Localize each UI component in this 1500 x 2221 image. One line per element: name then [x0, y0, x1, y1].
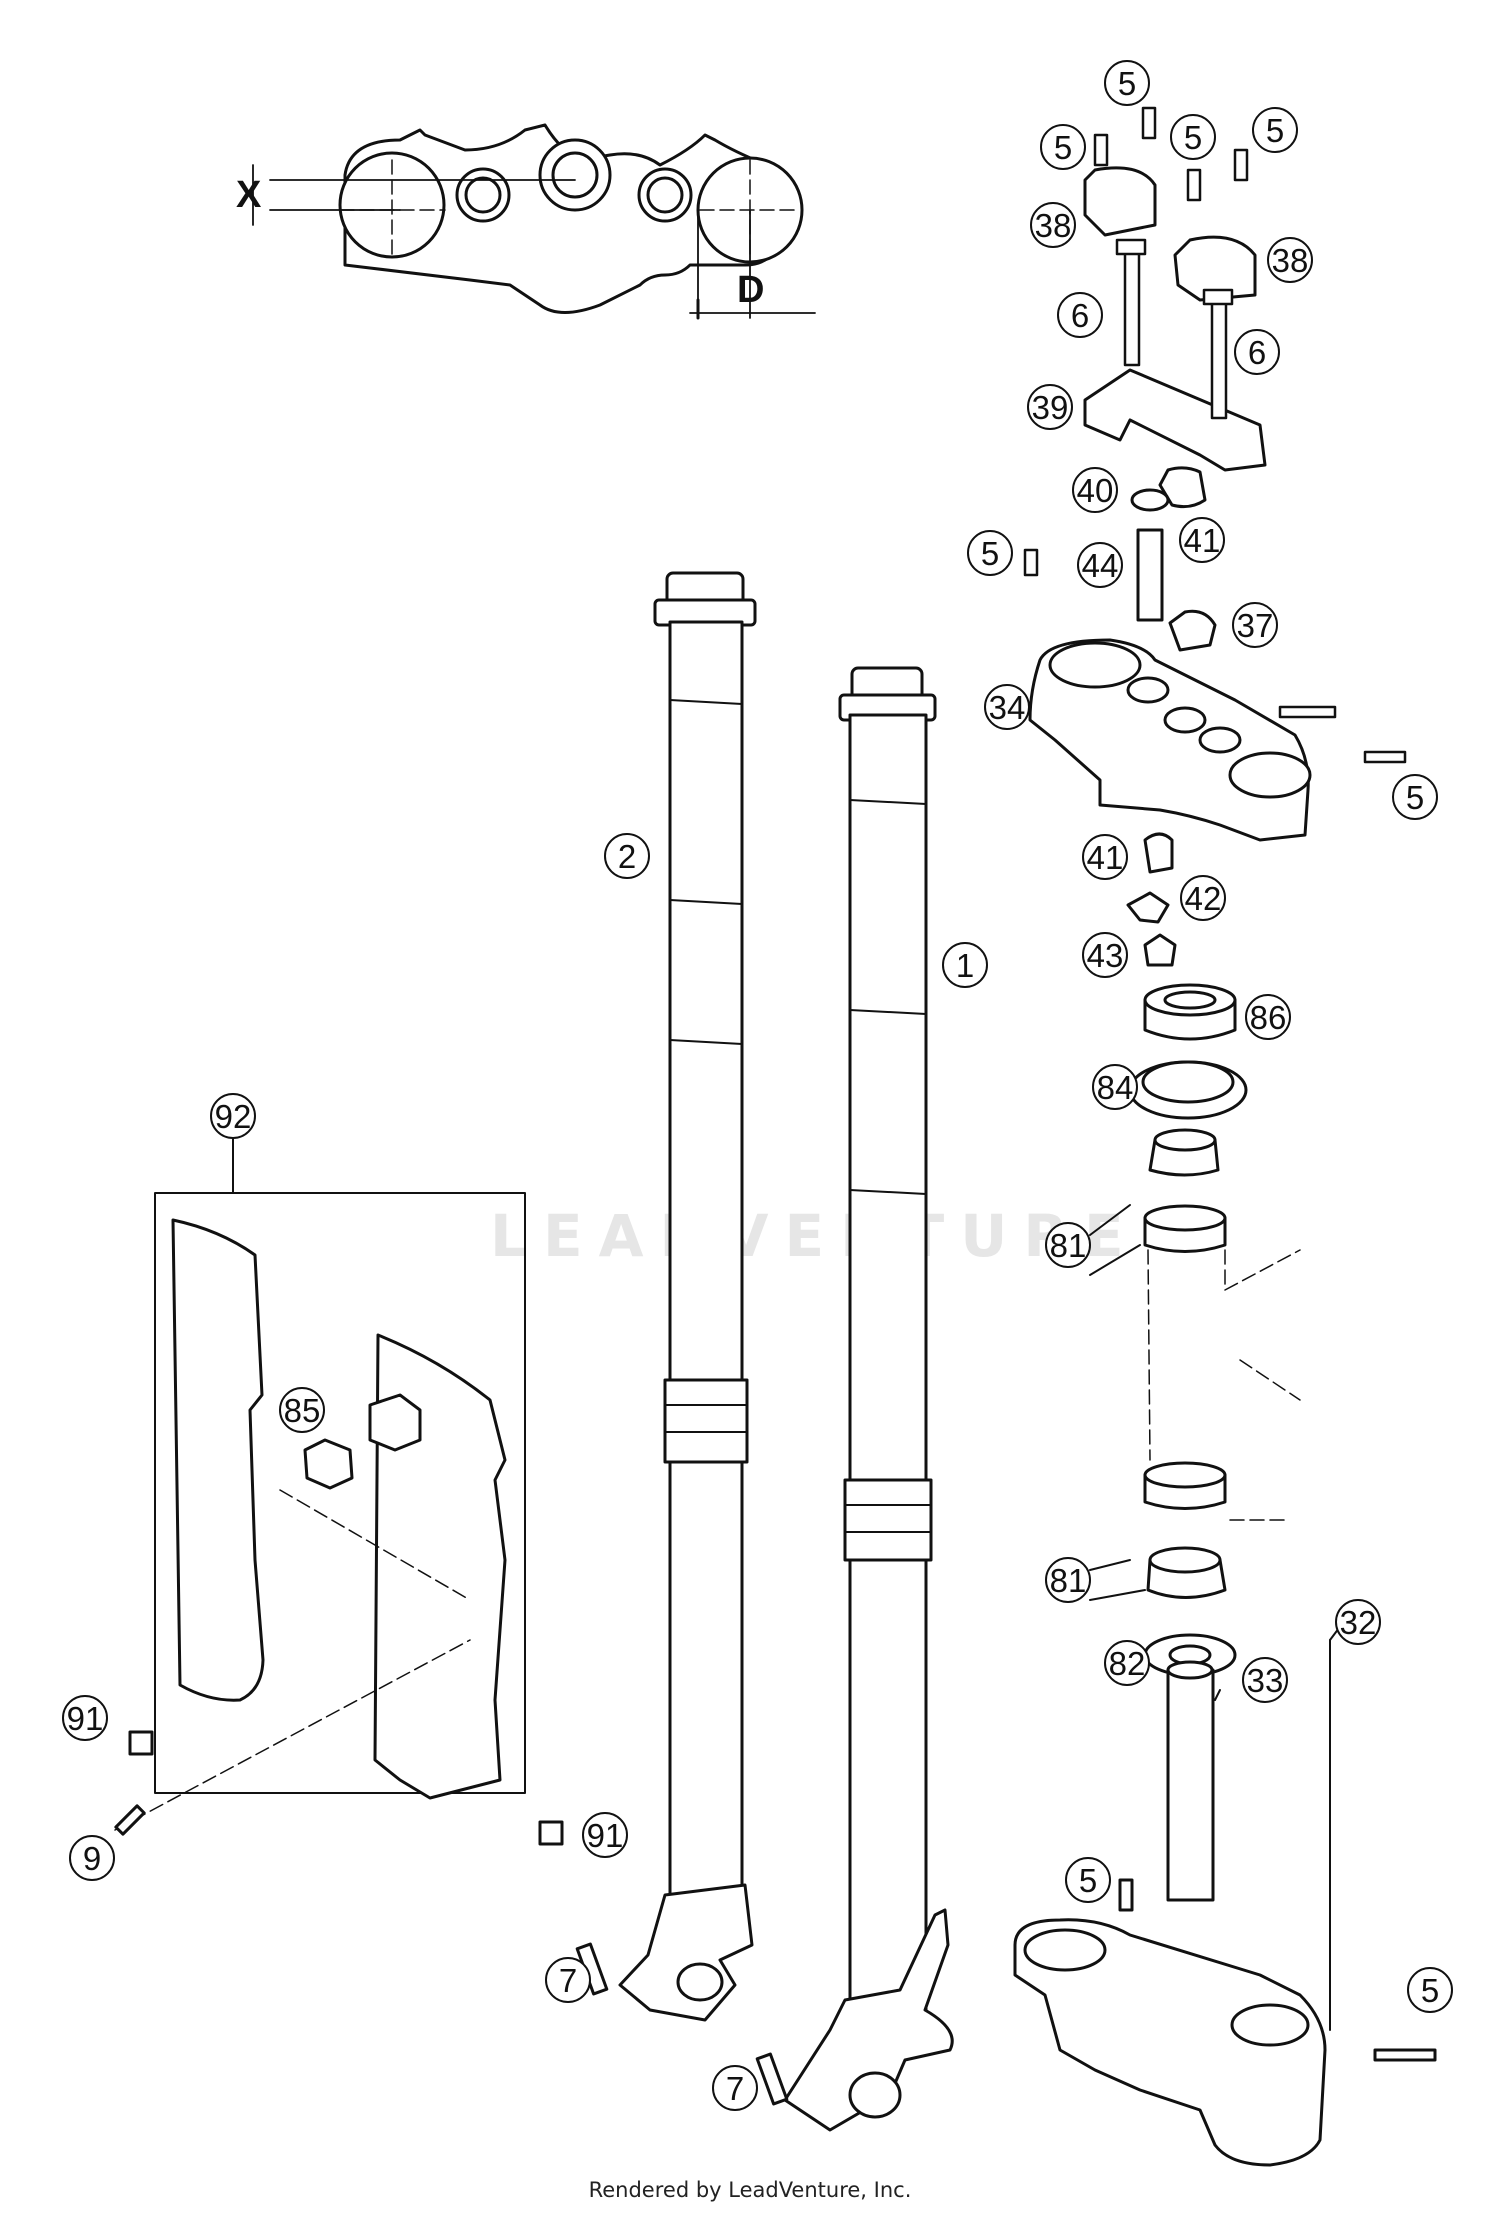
watermark-text: LEADVENTURE [490, 1202, 1140, 1270]
callout-5: 5 [967, 530, 1013, 576]
callouts: 1 2 5 5 5 5 5 5 5 5 6 6 7 7 9 32 33 34 3… [62, 60, 1453, 2111]
callout-39: 39 [1027, 384, 1073, 430]
callout-5: 5 [1170, 114, 1216, 160]
svg-text:38: 38 [1272, 242, 1309, 279]
svg-text:7: 7 [726, 2070, 744, 2107]
svg-text:42: 42 [1185, 880, 1222, 917]
callout-5: 5 [1407, 1967, 1453, 2013]
fork-guard-assembly [114, 1135, 526, 1831]
callout-43: 43 [1082, 932, 1128, 978]
svg-text:5: 5 [1054, 129, 1072, 166]
svg-text:5: 5 [981, 535, 999, 572]
callout-38: 38 [1267, 237, 1313, 283]
svg-text:9: 9 [83, 1840, 101, 1877]
callout-6: 6 [1234, 329, 1280, 375]
callout-1: 1 [942, 942, 988, 988]
svg-text:5: 5 [1184, 119, 1202, 156]
svg-text:5: 5 [1421, 1972, 1439, 2009]
svg-text:43: 43 [1087, 937, 1124, 974]
callout-86: 86 [1245, 994, 1291, 1040]
callout-82: 82 [1104, 1640, 1150, 1686]
callout-41: 41 [1082, 834, 1128, 880]
callout-38: 38 [1030, 202, 1076, 248]
svg-text:5: 5 [1266, 112, 1284, 149]
svg-text:81: 81 [1050, 1562, 1087, 1599]
callout-40: 40 [1072, 467, 1118, 513]
svg-text:6: 6 [1071, 297, 1089, 334]
svg-text:41: 41 [1184, 522, 1221, 559]
callout-81: 81 [1045, 1557, 1091, 1603]
callout-92: 92 [210, 1093, 256, 1139]
svg-text:86: 86 [1250, 999, 1287, 1036]
svg-text:40: 40 [1077, 472, 1114, 509]
svg-text:37: 37 [1237, 607, 1274, 644]
svg-text:1: 1 [956, 947, 974, 984]
svg-text:44: 44 [1082, 547, 1119, 584]
svg-text:82: 82 [1109, 1645, 1146, 1682]
dimension-d-label: D [737, 269, 764, 311]
footer-credit: Rendered by LeadVenture, Inc. [588, 2178, 912, 2202]
callout-5: 5 [1392, 774, 1438, 820]
callout-33: 33 [1242, 1657, 1288, 1703]
svg-text:32: 32 [1340, 1604, 1377, 1641]
svg-text:5: 5 [1079, 1862, 1097, 1899]
svg-text:81: 81 [1050, 1227, 1087, 1264]
fork-leg-right [783, 666, 954, 2132]
svg-text:2: 2 [618, 838, 636, 875]
callout-5: 5 [1252, 107, 1298, 153]
callout-9: 9 [69, 1835, 115, 1881]
svg-text:33: 33 [1247, 1662, 1284, 1699]
callout-84: 84 [1092, 1064, 1138, 1110]
callout-7: 7 [712, 2065, 758, 2111]
svg-text:5: 5 [1118, 65, 1136, 102]
svg-text:84: 84 [1097, 1069, 1134, 1106]
callout-5: 5 [1065, 1857, 1111, 1903]
svg-text:6: 6 [1248, 334, 1266, 371]
callout-37: 37 [1232, 602, 1278, 648]
callout-7: 7 [545, 1957, 591, 2003]
callout-2: 2 [604, 833, 650, 879]
callout-42: 42 [1180, 875, 1226, 921]
svg-text:39: 39 [1032, 389, 1069, 426]
callout-91: 91 [582, 1812, 628, 1858]
callout-5: 5 [1104, 60, 1150, 106]
svg-text:7: 7 [559, 1962, 577, 1999]
svg-text:92: 92 [215, 1098, 252, 1135]
svg-text:34: 34 [989, 689, 1026, 726]
svg-text:5: 5 [1406, 779, 1424, 816]
callout-81: 81 [1045, 1222, 1091, 1268]
svg-text:91: 91 [587, 1817, 624, 1854]
fork-leg-left [618, 571, 757, 2022]
svg-text:85: 85 [284, 1392, 321, 1429]
triple-clamp-top-view [252, 123, 816, 320]
lower-triple-clamp [1013, 1660, 1437, 2167]
steering-bearings [1128, 983, 1301, 1677]
callout-6: 6 [1057, 292, 1103, 338]
callout-85: 85 [279, 1387, 325, 1433]
callout-91: 91 [62, 1695, 108, 1741]
callout-41: 41 [1179, 517, 1225, 563]
callout-44: 44 [1077, 542, 1123, 588]
svg-text:41: 41 [1087, 839, 1124, 876]
svg-text:38: 38 [1035, 207, 1072, 244]
svg-text:91: 91 [67, 1700, 104, 1737]
callout-5: 5 [1040, 124, 1086, 170]
callout-32: 32 [1335, 1599, 1381, 1645]
dimension-x-label: X [236, 174, 262, 216]
callout-34: 34 [984, 684, 1030, 730]
handlebar-clamp-assembly [1083, 106, 1267, 472]
upper-triple-clamp [1023, 466, 1407, 967]
